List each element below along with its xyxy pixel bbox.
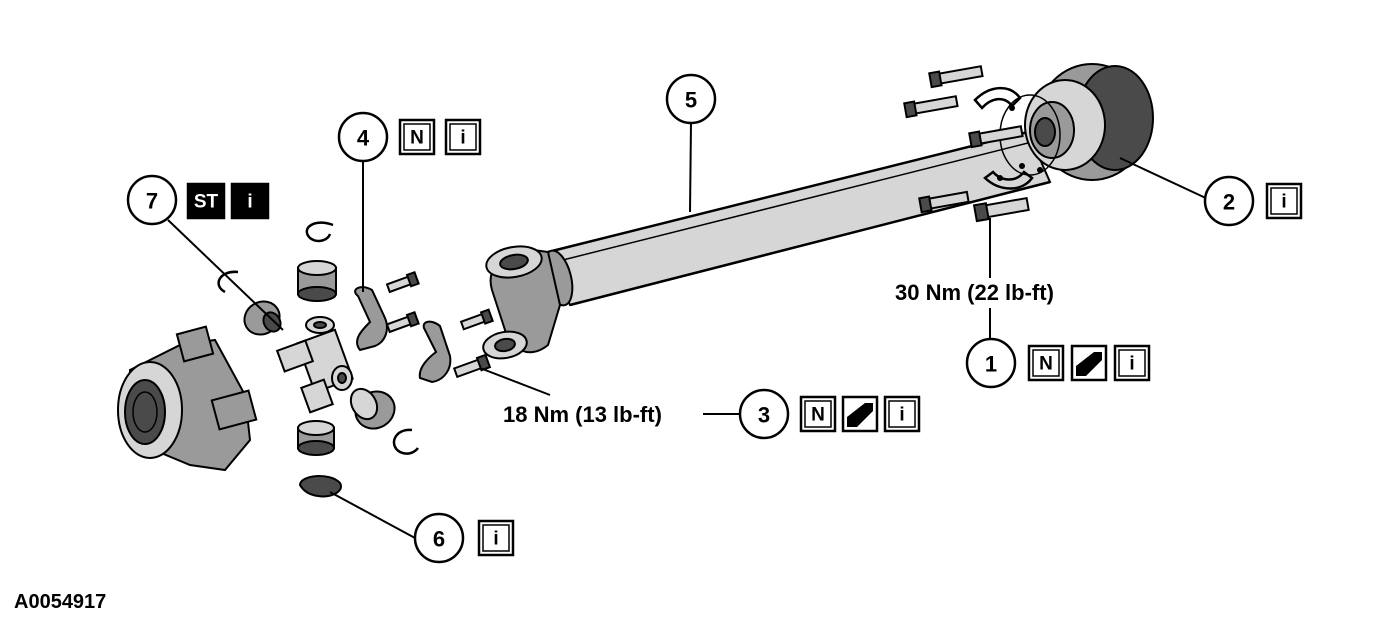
special-tool-badge: ST <box>194 192 219 213</box>
callout-6-number: 6 <box>433 527 445 552</box>
callout-3-number: 3 <box>758 403 770 428</box>
info-badge: i <box>1281 192 1286 213</box>
n-badge: N <box>410 128 424 149</box>
bearing-cup-bottom <box>297 420 335 456</box>
u-joint-spider <box>275 316 354 414</box>
callout-6: 6 <box>413 512 465 564</box>
snap-ring-right <box>392 428 419 455</box>
callout-5-number: 5 <box>685 88 697 113</box>
n-badge: N <box>811 405 825 426</box>
strap-bolts <box>385 270 494 379</box>
callout-7: 7 <box>126 174 178 226</box>
snap-ring-left <box>217 270 239 294</box>
callout-2-number: 2 <box>1223 190 1235 215</box>
bearing-cup-top <box>297 260 337 302</box>
callout-1: 1 <box>965 337 1017 389</box>
info-badge: i <box>460 128 465 149</box>
bearing-strap-right <box>418 320 452 384</box>
figure-id: A0054917 <box>14 591 106 613</box>
driveshaft-tube <box>482 130 1052 360</box>
callout-2-badges: i <box>1265 182 1303 220</box>
info-badge: i <box>1129 354 1134 375</box>
bearing-cup-right <box>349 387 396 430</box>
info-badge: i <box>247 192 252 213</box>
callout-3-badges: N i <box>799 395 921 433</box>
leader-lines <box>167 121 1211 539</box>
callout-1-number: 1 <box>985 352 997 377</box>
torque-wrench-icon <box>1070 344 1108 382</box>
callout-7-badges: ST i <box>186 182 270 220</box>
callout-5: 5 <box>665 73 717 125</box>
callout-4: 4 <box>337 111 389 163</box>
callout-2: 2 <box>1203 175 1255 227</box>
torque-label-item-1: 30 Nm (22 lb-ft) <box>895 280 1054 305</box>
callout-7-number: 7 <box>146 189 158 214</box>
callout-6-badges: i <box>477 519 515 557</box>
bearing-cup-left <box>243 300 282 336</box>
cv-joint-flange <box>997 63 1154 181</box>
info-badge: i <box>493 529 498 550</box>
snap-ring-bottom <box>298 475 342 498</box>
pinion-flange-yoke <box>117 325 258 472</box>
callout-1-badges: N i <box>1027 344 1151 382</box>
torque-wrench-icon <box>841 395 879 433</box>
callout-3: 3 <box>738 388 790 440</box>
flange-bolts <box>903 65 1034 223</box>
torque-label-item-3: 18 Nm (13 lb-ft) <box>503 402 662 427</box>
bearing-strap-left <box>354 286 388 352</box>
callout-4-number: 4 <box>357 126 370 151</box>
n-badge: N <box>1039 354 1053 375</box>
u-joint-assembly <box>117 221 494 498</box>
snap-ring-top <box>305 221 334 243</box>
callout-4-badges: N i <box>398 118 482 156</box>
info-badge: i <box>899 405 904 426</box>
